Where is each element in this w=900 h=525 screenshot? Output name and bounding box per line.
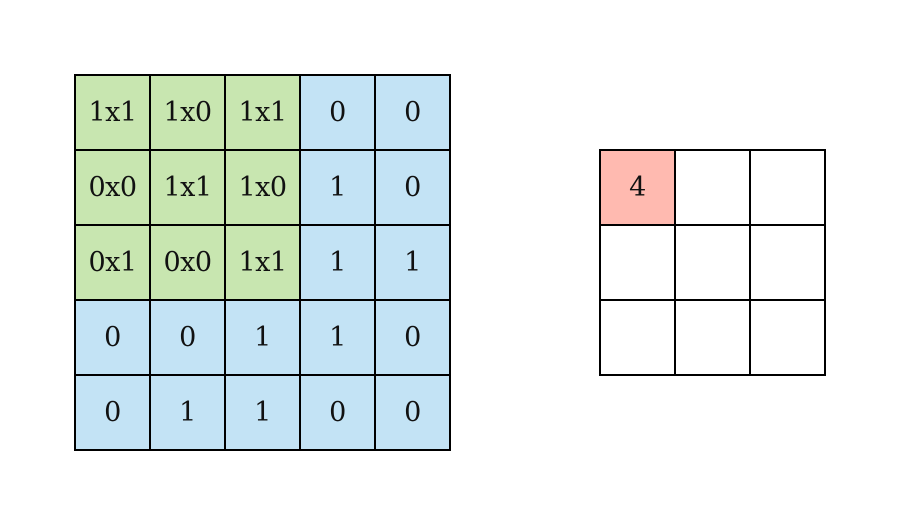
- input-cell: 0: [76, 376, 151, 451]
- input-cell: 1: [151, 376, 226, 451]
- input-cell: 0: [376, 151, 451, 226]
- kernel-window-cell: 0x0: [76, 151, 151, 226]
- input-cell: 1: [301, 301, 376, 376]
- output-cell: [676, 301, 751, 376]
- kernel-window-cell: 1x1: [226, 76, 301, 151]
- kernel-window-cell: 1x0: [151, 76, 226, 151]
- input-cell: 0: [151, 301, 226, 376]
- output-cell: [751, 301, 826, 376]
- kernel-window-cell: 1x1: [151, 151, 226, 226]
- output-cell-filled: 4: [601, 151, 676, 226]
- input-cell: 1: [226, 301, 301, 376]
- output-cell: [676, 151, 751, 226]
- output-cell: [751, 151, 826, 226]
- kernel-window-cell: 1x1: [226, 226, 301, 301]
- input-cell: 1: [226, 376, 301, 451]
- kernel-window-cell: 1x1: [76, 76, 151, 151]
- input-cell: 0: [376, 301, 451, 376]
- input-cell: 1: [376, 226, 451, 301]
- output-cell: [601, 226, 676, 301]
- input-cell: 0: [301, 76, 376, 151]
- kernel-window-cell: 1x0: [226, 151, 301, 226]
- input-cell: 0: [76, 301, 151, 376]
- output-cell: [676, 226, 751, 301]
- output-cell: [751, 226, 826, 301]
- kernel-window-cell: 0x0: [151, 226, 226, 301]
- input-cell: 0: [301, 376, 376, 451]
- output-matrix: 4: [599, 149, 826, 376]
- kernel-window-cell: 0x1: [76, 226, 151, 301]
- input-cell: 0: [376, 376, 451, 451]
- input-cell: 1: [301, 151, 376, 226]
- input-cell: 1: [301, 226, 376, 301]
- input-cell: 0: [376, 76, 451, 151]
- output-cell: [601, 301, 676, 376]
